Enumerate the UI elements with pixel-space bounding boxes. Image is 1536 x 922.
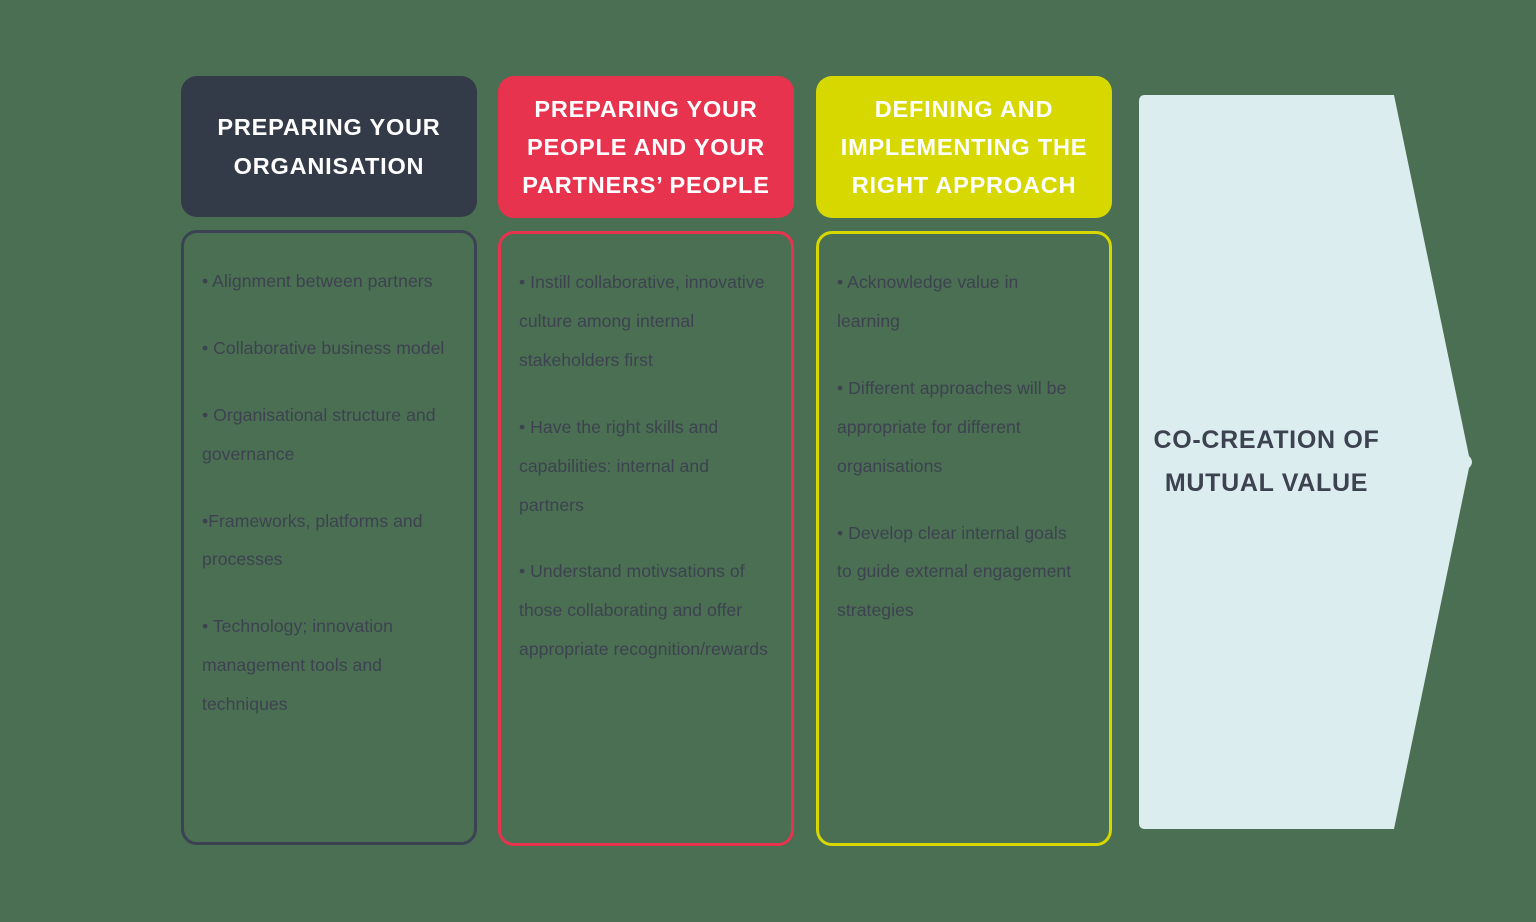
list-item: • Organisational structure and governanc… xyxy=(202,404,436,464)
list-item: • Understand motivsations of those colla… xyxy=(519,561,768,660)
column-3-body: • Acknowledge value in learning • Differ… xyxy=(816,231,1112,847)
column-3-header: DEFINING AND IMPLEMENTING THE RIGHT APPR… xyxy=(816,76,1112,219)
column-3-header-text: DEFINING AND IMPLEMENTING THE RIGHT APPR… xyxy=(840,96,1088,199)
column-1-header: PREPARING YOUR ORGANISATION xyxy=(181,76,477,217)
column-1-header-text: PREPARING YOUR ORGANISATION xyxy=(217,114,441,179)
column-preparing-your-people-and-your-partners-people: PREPARING YOUR PEOPLE AND YOUR PARTNERS’… xyxy=(498,76,794,847)
list-item: • Technology; innovation management tool… xyxy=(202,616,393,714)
column-3-bullet-list: • Acknowledge value in learning • Differ… xyxy=(837,263,1086,630)
list-item: •Frameworks, platforms and processes xyxy=(202,510,423,570)
column-2-header-text: PREPARING YOUR PEOPLE AND YOUR PARTNERS’… xyxy=(522,96,770,199)
list-item: • Different approaches will be appropria… xyxy=(837,377,1067,476)
list-item: • Collaborative business model xyxy=(202,337,445,358)
outcome-arrow: CO-CREATION OF MUTUAL VALUE xyxy=(1139,91,1475,833)
column-1-body: • Alignment between partners • Collabora… xyxy=(181,230,477,845)
column-defining-and-implementing-the-right-approach: DEFINING AND IMPLEMENTING THE RIGHT APPR… xyxy=(816,76,1112,847)
arrow-right-icon xyxy=(1139,95,1472,829)
list-item: • Develop clear internal goals to guide … xyxy=(837,522,1072,621)
arrow-label-text: CO-CREATION OF MUTUAL VALUE xyxy=(1153,426,1380,497)
column-2-body: • Instill collaborative, innovative cult… xyxy=(498,231,794,847)
column-2-bullet-list: • Instill collaborative, innovative cult… xyxy=(519,263,768,669)
list-item: • Instill collaborative, innovative cult… xyxy=(519,272,765,370)
column-preparing-your-organisation: PREPARING YOUR ORGANISATION • Alignment … xyxy=(181,76,477,846)
list-item: • Alignment between partners xyxy=(202,271,433,291)
column-2-header: PREPARING YOUR PEOPLE AND YOUR PARTNERS’… xyxy=(498,76,794,219)
arrow-label: CO-CREATION OF MUTUAL VALUE xyxy=(1139,91,1394,833)
list-item: • Acknowledge value in learning xyxy=(837,272,1019,332)
column-1-bullet-list: • Alignment between partners • Collabora… xyxy=(202,262,451,724)
list-item: • Have the right skills and capabilities… xyxy=(519,416,719,515)
